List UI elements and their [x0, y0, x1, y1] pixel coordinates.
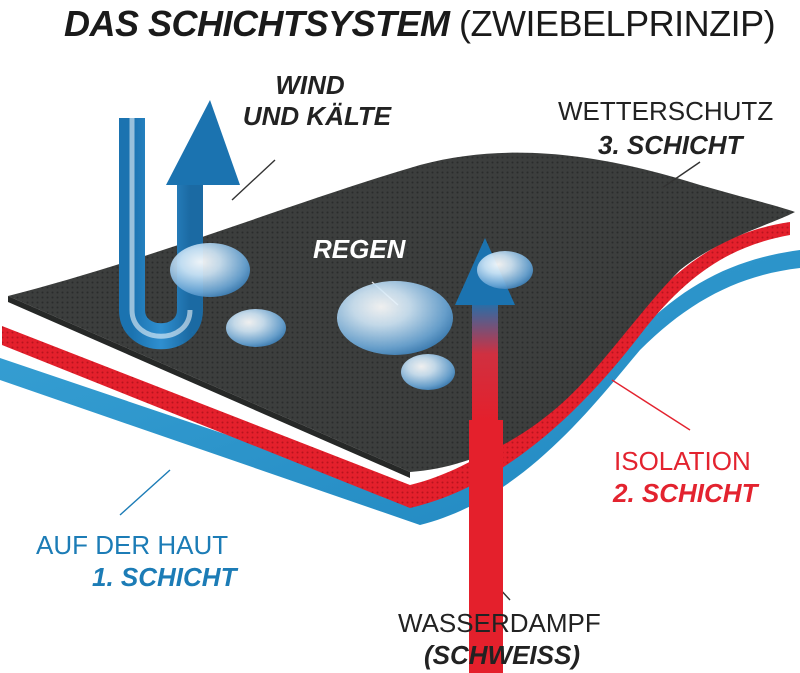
layer2-name: ISOLATION — [614, 446, 751, 476]
wind-arrow — [119, 100, 240, 350]
title-main: DAS SCHICHTSYSTEM — [64, 3, 450, 44]
layer3-number: 3. SCHICHT — [598, 130, 743, 160]
rain-droplets — [170, 243, 533, 390]
middle-layer — [2, 222, 790, 508]
vapor-arrow — [455, 238, 515, 673]
wind-label-line1: WIND — [275, 70, 345, 100]
page-title: DAS SCHICHTSYSTEM (ZWIEBELPRINZIP) — [64, 3, 776, 44]
layer2-number: 2. SCHICHT — [613, 478, 758, 508]
wind-label-2: UND KÄLTE — [232, 103, 402, 129]
vapor-sub: (SCHWEISS) — [424, 640, 580, 670]
layer1-number: 1. SCHICHT — [92, 562, 237, 592]
rain-label: REGEN — [313, 234, 406, 264]
layer3-name: WETTERSCHUTZ — [558, 96, 774, 126]
wind-label-line2: UND KÄLTE — [242, 101, 392, 131]
title-sub: (ZWIEBELPRINZIP) — [459, 3, 776, 44]
inner-layer — [0, 250, 800, 525]
wind-label: WIND — [245, 72, 375, 98]
vapor-name: WASSERDAMPF — [398, 608, 601, 638]
layer1-name: AUF DER HAUT — [36, 530, 229, 560]
